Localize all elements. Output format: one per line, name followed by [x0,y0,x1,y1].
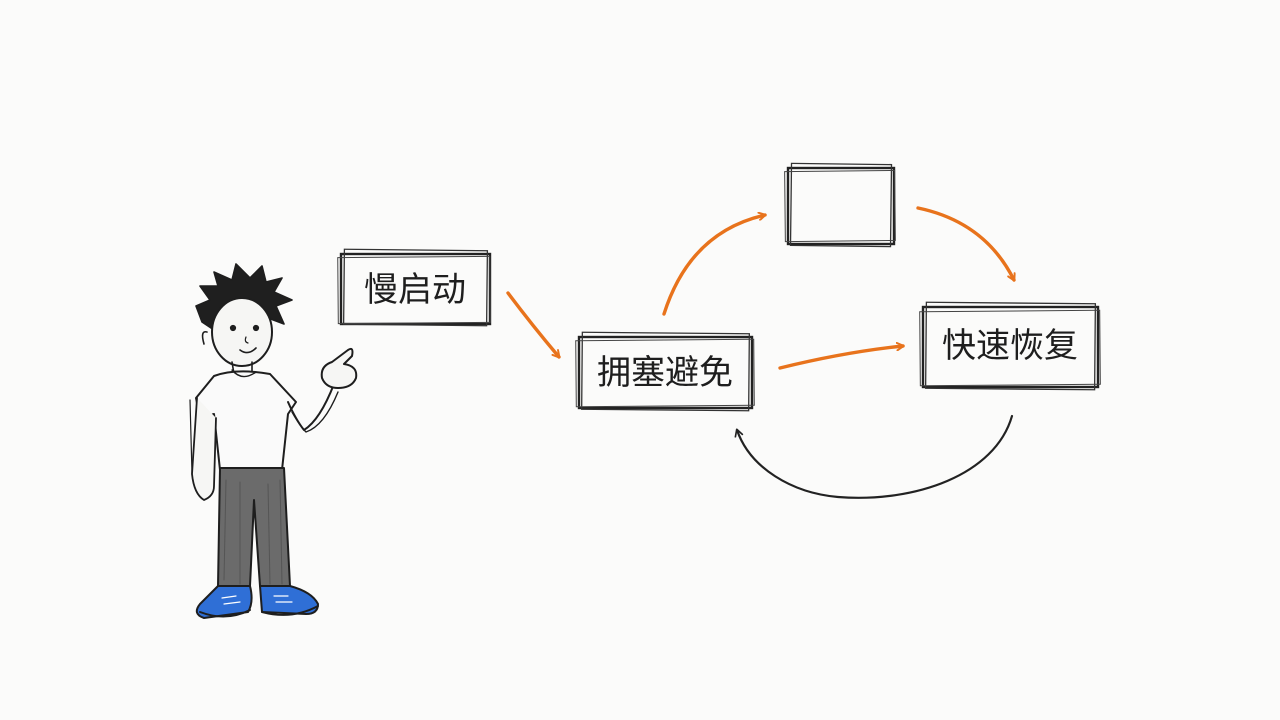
face [211,297,273,367]
node-label-congestion-avoidance: 拥塞避免 [597,353,733,393]
right-shoe [259,585,319,615]
node-unlabeled [784,162,896,248]
node-slow-start: 慢启动 [337,248,492,327]
node-label-fast-recovery: 快速恢复 [942,326,1078,366]
edge-unlabeled-to-fast-recovery [916,206,1016,282]
edge-fast-recovery-to-congestion-avoidance [737,414,1014,499]
node-fast-recovery: 快速恢复 [919,301,1101,391]
edge-congestion-avoidance-to-unlabeled [662,215,765,316]
pants [217,467,291,587]
edge-congestion-avoidance-to-fast-recovery [778,346,903,370]
node-label-slow-start: 慢启动 [364,270,466,310]
pointing-person-icon [189,263,358,619]
edge-slow-start-to-congestion-avoidance [506,291,561,359]
pointing-hand [320,347,358,389]
left-shoe [195,585,253,619]
node-congestion-avoidance: 拥塞避免 [575,331,755,412]
shirt [195,370,297,471]
left-arm [191,397,217,501]
